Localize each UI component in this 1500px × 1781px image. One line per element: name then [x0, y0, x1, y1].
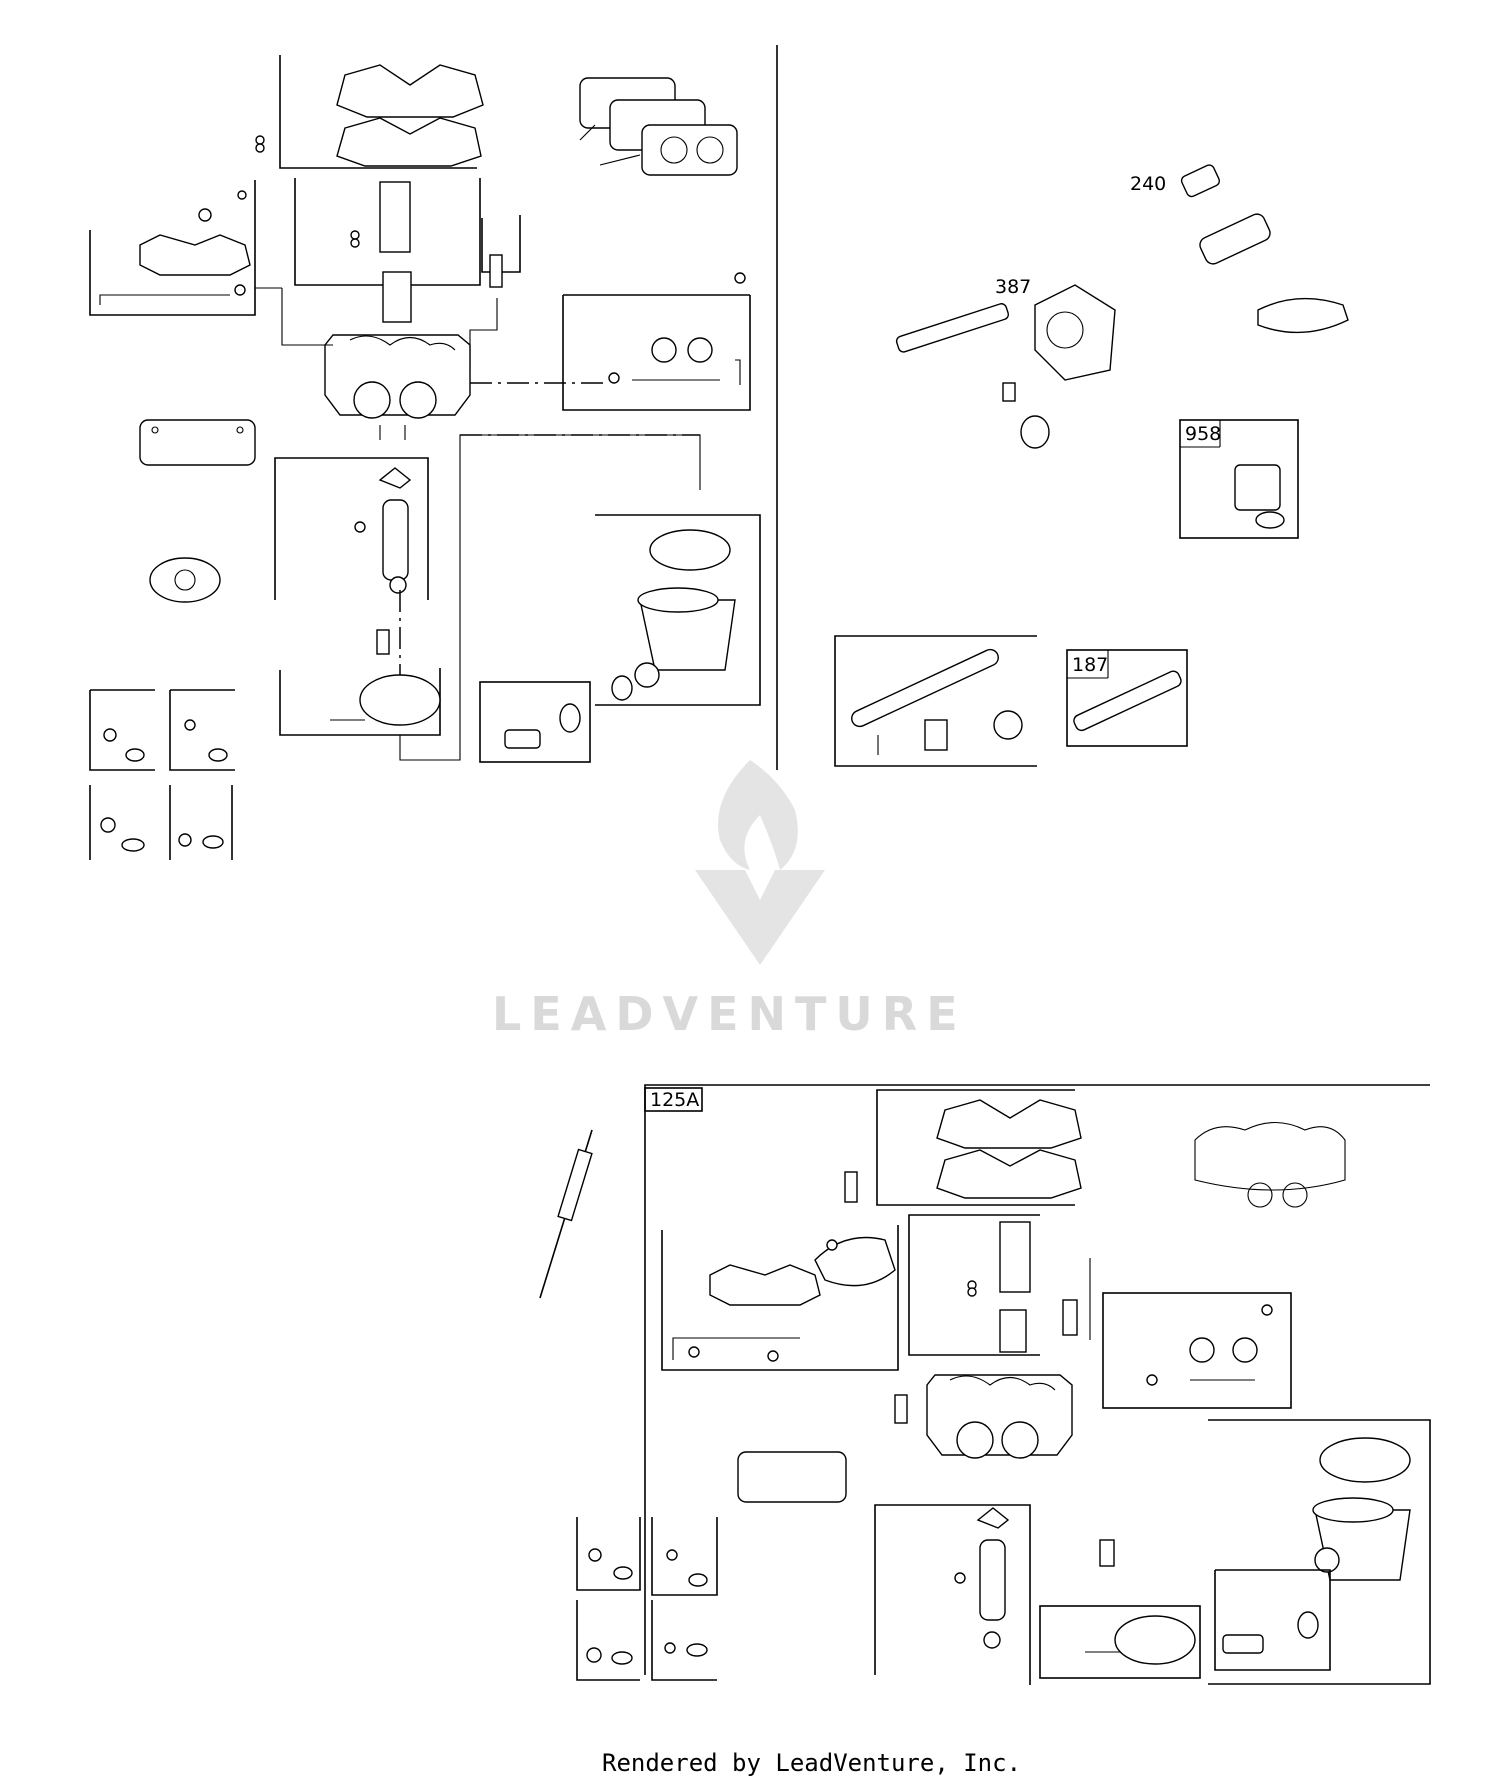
leadventure-flame-logo-icon: [718, 760, 798, 870]
callout-240: 240: [1130, 173, 1166, 195]
footer-credit: Rendered by LeadVenture, Inc.: [602, 1749, 1021, 1777]
watermark-text: LEADVENTURE: [492, 987, 967, 1041]
callout-387: 387: [995, 276, 1031, 298]
carburetor-kit-125a: 125A: [539, 1084, 1431, 1685]
leadventure-watermark: LEADVENTURE: [492, 760, 967, 1041]
carburetor-assembly-upper: [89, 45, 778, 860]
callout-958: 958: [1185, 423, 1221, 445]
callout-187: 187: [1072, 654, 1108, 676]
fuel-system-upper-right: 240 387 958 187: [834, 164, 1349, 767]
callout-125a: 125A: [650, 1089, 699, 1111]
